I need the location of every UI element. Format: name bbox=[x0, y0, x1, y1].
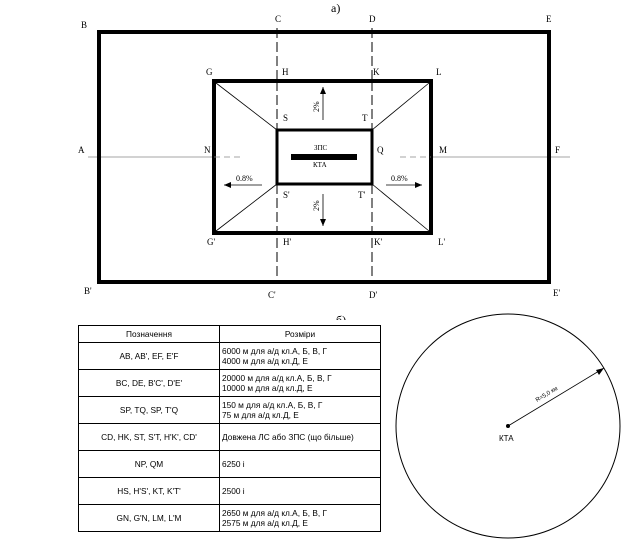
point-h: H bbox=[282, 67, 289, 77]
slope-up-label: 2% bbox=[312, 101, 321, 112]
radius-line bbox=[507, 367, 605, 427]
slope-left-label: 0.8% bbox=[236, 174, 253, 183]
table-row: HS, H'S', KT, K'T' 2500 і bbox=[78, 477, 381, 505]
table-row: GN, G'N, LM, L'M 2650 м для а/д кл.А, Б,… bbox=[78, 504, 381, 532]
point-c1: C' bbox=[268, 290, 276, 300]
point-d1: D' bbox=[369, 290, 377, 300]
point-s1: S' bbox=[283, 190, 290, 200]
table-header-row: Позначення Розміри bbox=[78, 325, 381, 343]
table-row: SP, TQ, SP, T'Q 150 м для а/д кл.А, Б, В… bbox=[78, 396, 381, 424]
designation-cell: AB, AB', EF, E'F bbox=[78, 342, 220, 370]
designation-cell: CD, HK, ST, S'T, H'K', CD' bbox=[78, 423, 220, 451]
point-b: B bbox=[81, 20, 87, 30]
kta-circle-diagram: R=5,0 км КТА bbox=[395, 313, 621, 539]
size-cell: 2500 і bbox=[219, 477, 381, 505]
point-l: L bbox=[436, 67, 442, 77]
point-k1: K' bbox=[374, 237, 382, 247]
point-e1: E' bbox=[553, 288, 560, 298]
size-cell: 20000 м для а/д кл.А, Б, В, Г 10000 м дл… bbox=[219, 369, 381, 397]
diagonal-g-s bbox=[215, 82, 278, 131]
header-size: Розміри bbox=[219, 325, 381, 343]
point-t1: T' bbox=[358, 190, 365, 200]
slope-right-label: 0.8% bbox=[391, 174, 408, 183]
point-k: K bbox=[373, 67, 380, 77]
designation-cell: HS, H'S', KT, K'T' bbox=[78, 477, 220, 505]
runway-bar bbox=[291, 154, 357, 160]
slope-down-label: 2% bbox=[312, 200, 321, 211]
point-g1: G' bbox=[207, 237, 215, 247]
size-cell: 2650 м для а/д кл.А, Б, В, Г 2575 м для … bbox=[219, 504, 381, 532]
point-n: N bbox=[204, 145, 211, 155]
point-d: D bbox=[369, 14, 376, 24]
point-g: G bbox=[206, 67, 213, 77]
point-t: T bbox=[362, 113, 368, 123]
point-e: E bbox=[546, 14, 552, 24]
size-cell: 6250 і bbox=[219, 450, 381, 478]
kta-label: КТА bbox=[313, 161, 327, 169]
table-row: AB, AB', EF, E'F 6000 м для а/д кл.А, Б,… bbox=[78, 342, 381, 370]
kta-radius-circle bbox=[395, 313, 621, 539]
designation-cell: SP, TQ, SP, T'Q bbox=[78, 396, 220, 424]
diagonal-l-t bbox=[371, 82, 430, 131]
point-m: M bbox=[439, 145, 447, 155]
radius-label: R=5,0 км bbox=[535, 386, 559, 404]
designation-cell: BC, DE, B'C', D'E' bbox=[78, 369, 220, 397]
airfield-zone-scheme: а) ЗПС КТА 2% 2% 0.8% 0.8% B C D E G H K… bbox=[78, 1, 570, 320]
diagonal-l1-t1 bbox=[371, 183, 430, 232]
designation-cell: NP, QM bbox=[78, 450, 220, 478]
kta-center-label: КТА bbox=[499, 434, 514, 443]
label-b: б) bbox=[336, 313, 346, 320]
dimensions-table: Позначення Розміри AB, AB', EF, E'F 6000… bbox=[78, 325, 381, 532]
point-l1: L' bbox=[438, 237, 445, 247]
point-s: S bbox=[283, 113, 288, 123]
point-a: A bbox=[78, 145, 85, 155]
outer-zone-rect bbox=[97, 30, 551, 284]
point-q: Q bbox=[377, 145, 384, 155]
designation-cell: GN, G'N, LM, L'M bbox=[78, 504, 220, 532]
table-row: NP, QM 6250 і bbox=[78, 450, 381, 478]
table-row: CD, HK, ST, S'T, H'K', CD' Довжена ЛС аб… bbox=[78, 423, 381, 451]
header-designation: Позначення bbox=[78, 325, 220, 343]
runway-label: ЗПС bbox=[314, 144, 328, 152]
size-cell: 150 м для а/д кл.А, Б, В, Г 75 м для а/д… bbox=[219, 396, 381, 424]
point-b1: B' bbox=[84, 286, 92, 296]
table-row: BC, DE, B'C', D'E' 20000 м для а/д кл.А,… bbox=[78, 369, 381, 397]
size-cell: Довжена ЛС або ЗПС (що більше) bbox=[219, 423, 381, 451]
label-a: а) bbox=[331, 1, 340, 15]
kta-point bbox=[506, 424, 510, 428]
point-c: C bbox=[275, 14, 281, 24]
size-cell: 6000 м для а/д кл.А, Б, В, Г 4000 м для … bbox=[219, 342, 381, 370]
point-f: F bbox=[555, 145, 560, 155]
diagonal-g1-s1 bbox=[215, 183, 278, 232]
point-h1: H' bbox=[283, 237, 291, 247]
